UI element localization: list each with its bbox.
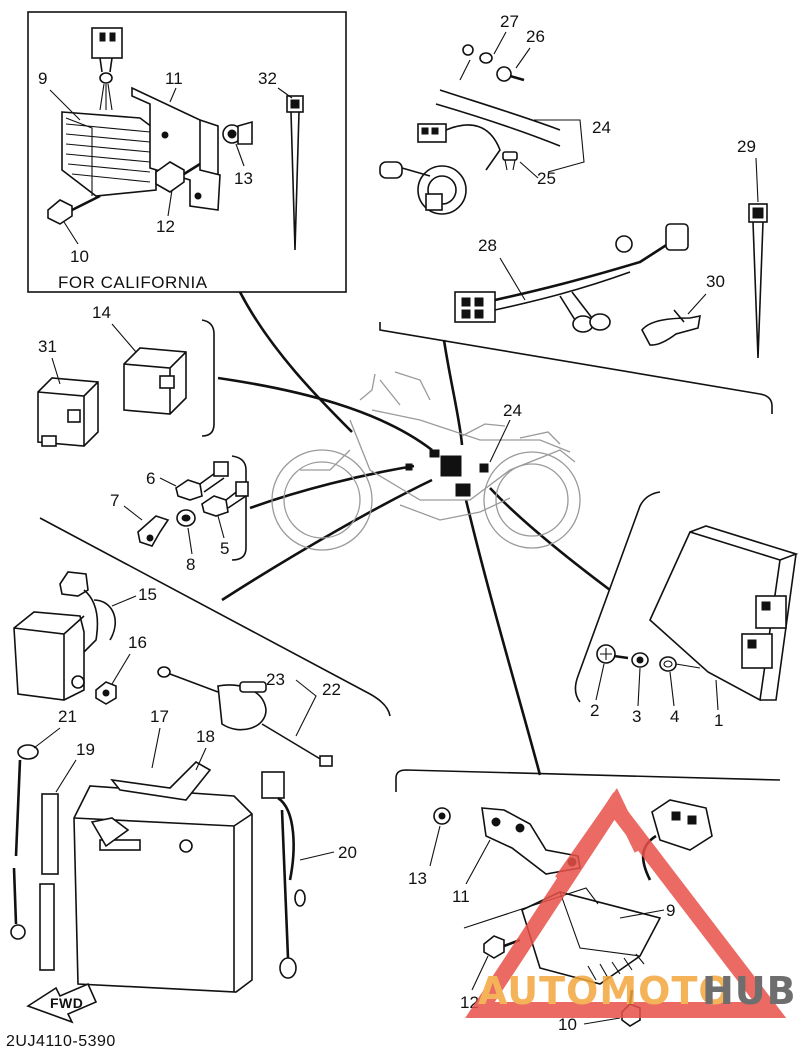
relay-31 xyxy=(37,377,99,447)
callout-18: 18 xyxy=(196,727,215,746)
watermark-text-left: AUTOMOTO xyxy=(478,969,732,1013)
bracket-7 xyxy=(137,515,170,547)
callout-6: 6 xyxy=(146,469,155,488)
mounting-location-markers xyxy=(405,449,489,497)
callout-13-lower: 13 xyxy=(408,869,427,888)
drawing-code: 2UJ4110-5390 xyxy=(6,1033,116,1050)
nut-13-lower xyxy=(433,807,451,825)
callout-28: 28 xyxy=(478,236,497,255)
callout-27: 27 xyxy=(500,12,519,31)
positive-lead-20 xyxy=(261,771,306,979)
rectifier-bracket xyxy=(131,86,221,211)
screw-26 xyxy=(496,66,525,82)
washer-8 xyxy=(176,509,196,527)
relay-14 xyxy=(123,347,187,415)
callout-31: 31 xyxy=(38,337,57,356)
leader-lines xyxy=(217,291,611,776)
callout-14: 14 xyxy=(92,303,111,322)
callout-9-lower: 9 xyxy=(666,901,675,920)
lower-right-regulator-group: 13 11 9 12 10 xyxy=(395,769,781,1034)
callout-1: 1 xyxy=(714,711,723,730)
watermark-triangle-icon xyxy=(465,792,787,1018)
callout-9-california: 9 xyxy=(38,69,47,88)
callout-20: 20 xyxy=(338,843,357,862)
callout-11-california: 11 xyxy=(165,69,183,88)
callout-23: 23 xyxy=(266,670,285,689)
wiring-group: 27 26 24 25 28 30 29 xyxy=(379,12,773,414)
california-inset: 9 11 32 13 12 10 FOR CALIFORNIA xyxy=(27,11,347,293)
callout-32-california: 32 xyxy=(258,69,277,88)
sensor-5 xyxy=(201,481,249,517)
watermark-text-right: HUB xyxy=(702,969,797,1013)
callout-12-california: 12 xyxy=(156,217,175,236)
forward-label: FWD xyxy=(50,995,83,1011)
fuse-25 xyxy=(502,151,518,171)
motorcycle-outline xyxy=(271,371,581,551)
cdi-unit-group: 2 3 4 1 xyxy=(574,491,799,730)
callout-25: 25 xyxy=(537,169,556,188)
washer-3 xyxy=(631,652,649,668)
california-inset-frame xyxy=(27,11,347,293)
callout-5: 5 xyxy=(220,539,229,558)
callout-26: 26 xyxy=(526,27,545,46)
callout-3: 3 xyxy=(632,707,641,726)
sensor-6 xyxy=(175,461,229,501)
cdi-unit-1 xyxy=(649,525,799,702)
breather-hose-19 xyxy=(39,793,59,971)
forward-arrow: FWD xyxy=(26,982,98,1024)
callout-24-center: 24 xyxy=(503,401,522,420)
callout-15: 15 xyxy=(138,585,157,604)
callout-13-california: 13 xyxy=(234,169,253,188)
nut-13 xyxy=(222,120,253,145)
callout-24: 24 xyxy=(592,118,611,137)
washer-27 xyxy=(479,52,493,64)
automotohub-watermark: AUTOMOTO HUB xyxy=(465,788,797,1018)
callout-16: 16 xyxy=(128,633,147,652)
cable-tie-29 xyxy=(748,203,768,359)
callout-11-lower: 11 xyxy=(452,887,470,906)
battery-starter-group: 15 16 23 22 17 18 xyxy=(10,517,391,1024)
sensor-lead-22 xyxy=(157,666,333,767)
rectifier-regulator-lower xyxy=(521,799,713,985)
washer-4 xyxy=(659,656,701,672)
callout-8: 8 xyxy=(186,555,195,574)
callout-10-lower: 10 xyxy=(558,1015,577,1034)
callout-17: 17 xyxy=(150,707,169,726)
callout-29: 29 xyxy=(737,137,756,156)
small-parts-group: 6 7 8 5 xyxy=(110,455,249,574)
watermark-m-icon xyxy=(555,788,646,884)
battery-band-18 xyxy=(90,761,212,848)
screw-2 xyxy=(596,644,629,664)
callout-7: 7 xyxy=(110,491,119,510)
callout-19: 19 xyxy=(76,740,95,759)
nut-16 xyxy=(95,681,117,705)
negative-lead-21 xyxy=(10,744,39,940)
bolt-12 xyxy=(155,161,201,193)
callout-4: 4 xyxy=(670,707,679,726)
cable-tie-32 xyxy=(286,95,304,251)
relay-group: 14 31 xyxy=(37,303,215,447)
bolt-10 xyxy=(47,194,101,225)
rectifier-regulator xyxy=(61,111,157,197)
callout-2: 2 xyxy=(590,701,599,720)
starter-relay-15 xyxy=(13,571,116,701)
callout-22: 22 xyxy=(322,680,341,699)
clamp-30 xyxy=(641,309,701,346)
callout-21: 21 xyxy=(58,707,77,726)
callout-10-california: 10 xyxy=(70,247,89,266)
sub-harness-28 xyxy=(454,223,689,333)
california-label: FOR CALIFORNIA xyxy=(58,273,208,292)
callout-30: 30 xyxy=(706,272,725,291)
main-harness-24 xyxy=(379,44,561,215)
battery-17 xyxy=(73,785,253,993)
rectifier-connector xyxy=(91,27,123,111)
